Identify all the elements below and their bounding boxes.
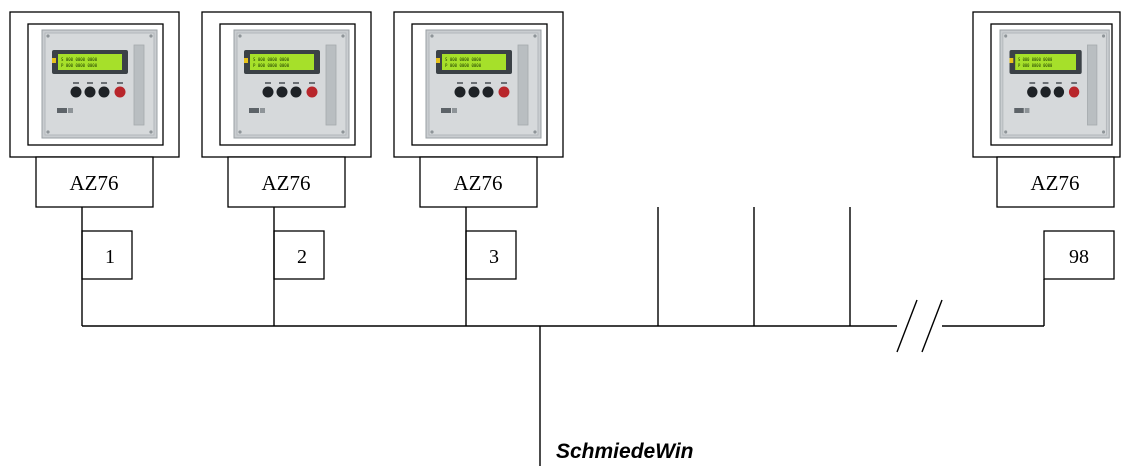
device-node-3: AZ76 3 [393,11,564,280]
device-name-label: AZ76 [454,171,503,195]
device-panel-image [233,29,350,139]
device-node-1: AZ76 1 [9,11,180,280]
device-name-box [996,156,1115,208]
device-panel-image [41,29,158,139]
bus-address-label: 2 [297,246,307,268]
device-name-box [419,156,538,208]
device-name-label: AZ76 [70,171,119,195]
bus-address-box [1043,230,1115,280]
bus-break-mark [921,299,943,353]
device-panel-image [425,29,542,139]
bus-wiring [81,207,1045,466]
device-name-box [35,156,154,208]
device-node-98: AZ76 98 [972,11,1121,280]
host-label: SchmiedeWin [556,440,694,463]
bus-address-box [81,230,133,280]
bus-break-mark [896,299,918,353]
device-panel-image [999,29,1110,139]
device-name-label: AZ76 [1031,171,1080,195]
device-node-2: AZ76 2 [201,11,372,280]
bus-address-box [465,230,517,280]
bus-address-label: 98 [1069,246,1089,268]
device-name-label: AZ76 [262,171,311,195]
bus-address-label: 3 [489,246,499,268]
device-name-box [227,156,346,208]
bus-address-label: 1 [105,246,115,268]
